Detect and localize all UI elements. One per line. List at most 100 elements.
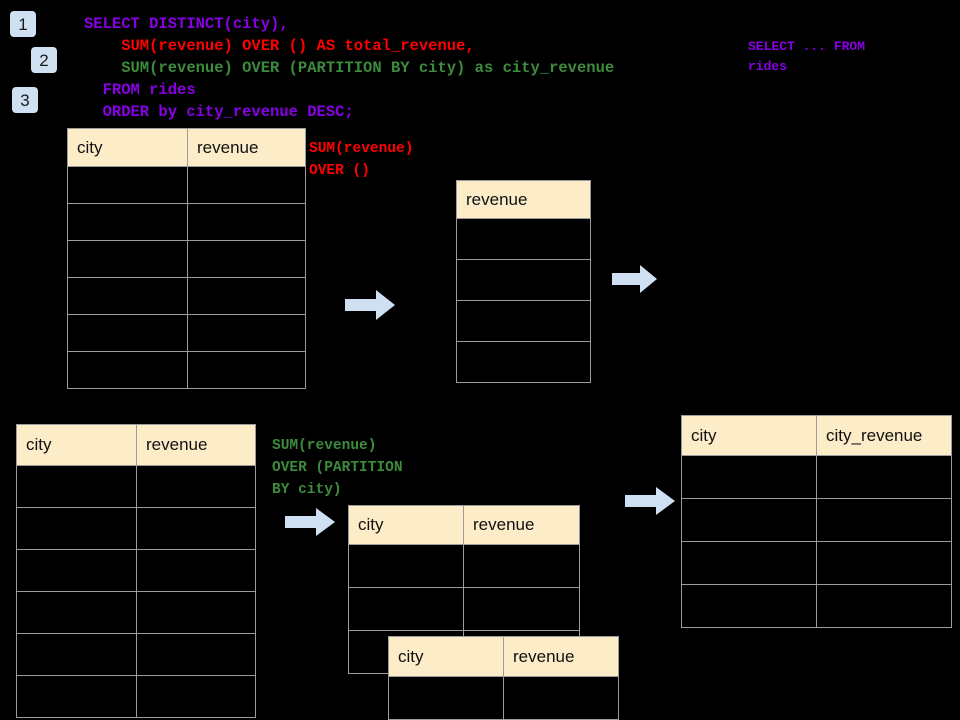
cell-revenue xyxy=(136,507,256,550)
cell-revenue xyxy=(456,259,591,301)
column-header-city: city xyxy=(681,415,817,456)
arrow-total-to-result xyxy=(612,265,657,293)
table-row xyxy=(67,351,306,389)
column-header-city-revenue: city_revenue xyxy=(816,415,952,456)
cell-revenue xyxy=(187,166,306,204)
table-row xyxy=(16,633,256,676)
column-header-revenue: revenue xyxy=(503,636,619,677)
cell-city-revenue xyxy=(816,541,952,585)
cell-city xyxy=(388,676,504,720)
cell-city xyxy=(16,549,137,592)
cell-city xyxy=(67,240,188,278)
cell-city xyxy=(348,587,464,631)
annotation-sum-over-partition: SUM(revenue) OVER (PARTITION BY city) xyxy=(272,438,403,498)
cell-city xyxy=(16,507,137,550)
cell-revenue xyxy=(136,591,256,634)
cell-revenue xyxy=(136,633,256,676)
arrow-source-to-partition xyxy=(285,508,335,536)
table-row xyxy=(16,549,256,592)
column-header-revenue: revenue xyxy=(136,424,256,466)
table-row xyxy=(67,166,306,204)
table-row xyxy=(67,240,306,278)
table-row xyxy=(348,544,580,588)
cell-revenue xyxy=(187,203,306,241)
cell-revenue xyxy=(456,218,591,260)
cell-revenue xyxy=(136,465,256,508)
cell-revenue xyxy=(136,675,256,718)
table-header-row: city revenue xyxy=(348,505,580,545)
sql-line-city-revenue: SUM(revenue) OVER (PARTITION BY city) as… xyxy=(84,59,615,77)
partition-group-table-front: city revenue xyxy=(388,636,619,720)
step-badge-1: 1 xyxy=(10,11,36,37)
final-result-table: city city_revenue xyxy=(681,415,952,628)
total-revenue-table: revenue xyxy=(456,180,591,383)
table-row xyxy=(456,218,591,260)
cell-city xyxy=(16,465,137,508)
column-header-city: city xyxy=(67,128,188,167)
cell-city xyxy=(681,584,817,628)
column-header-revenue: revenue xyxy=(463,505,580,545)
column-header-revenue: revenue xyxy=(187,128,306,167)
cell-city-revenue xyxy=(816,584,952,628)
table-row xyxy=(681,455,952,499)
table-row xyxy=(456,300,591,342)
table-header-row: city city_revenue xyxy=(681,415,952,456)
table-row xyxy=(16,591,256,634)
table-header-row: city revenue xyxy=(16,424,256,466)
table-row xyxy=(67,314,306,352)
cell-city-revenue xyxy=(816,498,952,542)
table-row xyxy=(681,498,952,542)
rides-source-table: city revenue xyxy=(67,128,306,389)
table-header-row: city revenue xyxy=(67,128,306,167)
cell-revenue xyxy=(463,587,580,631)
cell-city xyxy=(67,203,188,241)
cell-city xyxy=(681,541,817,585)
sql-line-total-revenue: SUM(revenue) OVER () AS total_revenue, xyxy=(84,37,475,55)
cell-city xyxy=(348,544,464,588)
table-row xyxy=(456,341,591,383)
table-header-row: revenue xyxy=(456,180,591,219)
table-row xyxy=(456,259,591,301)
cell-revenue xyxy=(187,351,306,389)
sql-line-select: SELECT DISTINCT(city), xyxy=(84,15,289,33)
cell-city xyxy=(16,591,137,634)
table-row xyxy=(67,277,306,315)
cell-city xyxy=(67,314,188,352)
cell-revenue xyxy=(187,277,306,315)
sql-line-from: FROM rides xyxy=(84,81,196,99)
table-row xyxy=(681,541,952,585)
arrow-partition-to-result xyxy=(625,487,675,515)
cell-revenue xyxy=(187,240,306,278)
sql-line-order-by: ORDER by city_revenue DESC; xyxy=(84,103,354,121)
annotation-select-from-rides: SELECT ... FROM rides xyxy=(748,39,866,74)
cell-city xyxy=(681,455,817,499)
cell-revenue xyxy=(503,676,619,720)
table-row xyxy=(16,675,256,718)
cell-revenue xyxy=(136,549,256,592)
column-header-revenue: revenue xyxy=(456,180,591,219)
table-row xyxy=(681,584,952,628)
cell-city xyxy=(681,498,817,542)
cell-city xyxy=(16,675,137,718)
cell-city xyxy=(67,277,188,315)
table-row xyxy=(348,587,580,631)
cell-revenue xyxy=(187,314,306,352)
cell-city-revenue xyxy=(816,455,952,499)
cell-revenue xyxy=(456,300,591,342)
table-header-row: city revenue xyxy=(388,636,619,677)
table-row xyxy=(67,203,306,241)
column-header-city: city xyxy=(16,424,137,466)
cell-city xyxy=(67,166,188,204)
cell-city xyxy=(16,633,137,676)
column-header-city: city xyxy=(388,636,504,677)
table-row xyxy=(16,507,256,550)
column-header-city: city xyxy=(348,505,464,545)
step-badge-2: 2 xyxy=(31,47,57,73)
cell-revenue xyxy=(463,544,580,588)
rides-source-table-partition: city revenue xyxy=(16,424,256,718)
cell-revenue xyxy=(456,341,591,383)
arrow-source-to-total xyxy=(345,290,395,320)
table-row xyxy=(388,676,619,720)
table-row xyxy=(16,465,256,508)
